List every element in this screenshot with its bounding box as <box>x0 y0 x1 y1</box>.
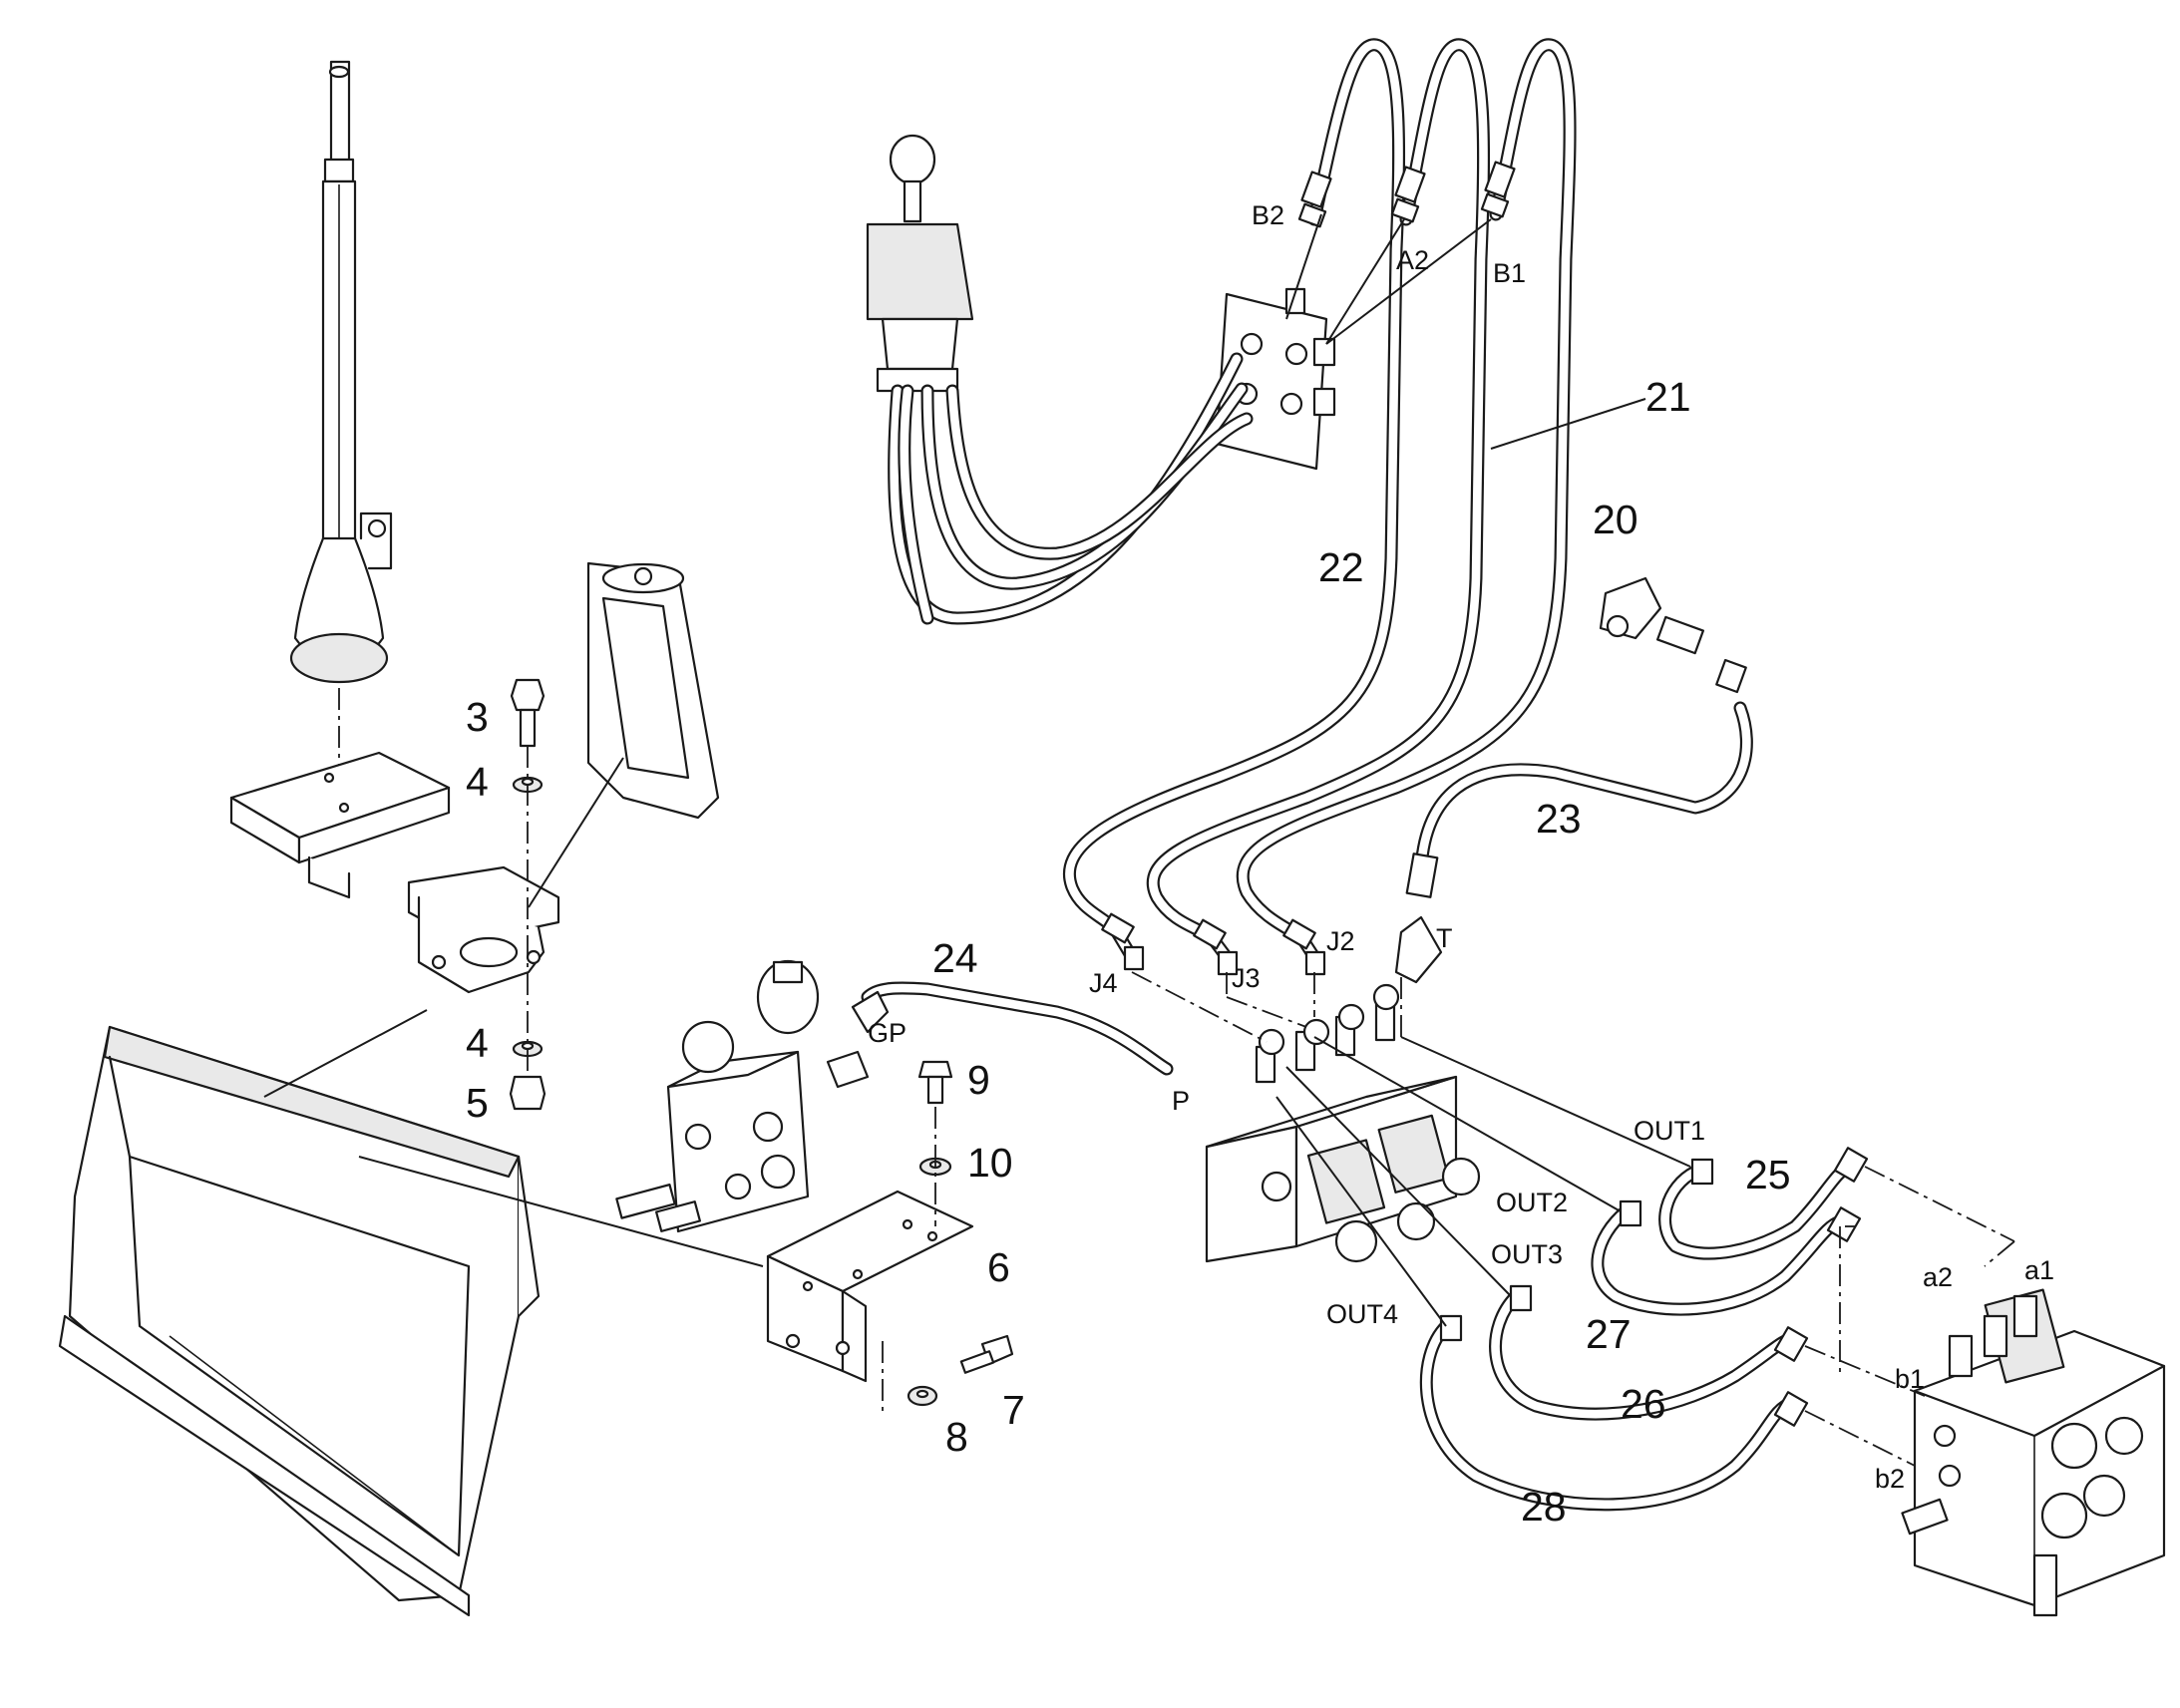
port-out1: OUT1 <box>1634 1116 1705 1146</box>
port-a1-lower: a1 <box>2024 1255 2054 1285</box>
callout-24: 24 <box>932 935 978 981</box>
nut-part5 <box>509 1075 546 1111</box>
bolt-head-part3 <box>510 678 545 712</box>
callout-20: 20 <box>1593 497 1638 542</box>
hose-20 <box>1236 38 1577 964</box>
callout-3: 3 <box>466 694 489 740</box>
callout-23: 23 <box>1536 796 1582 842</box>
hose-24 <box>861 981 1174 1076</box>
j-fittings <box>1101 912 1326 976</box>
pilot-valve-block <box>1215 287 1336 471</box>
auxiliary-valve-block <box>1901 1288 2166 1617</box>
out-hose-fittings <box>1439 1147 1869 1427</box>
hose-28 <box>1419 1319 1792 1512</box>
lever-column <box>289 60 393 684</box>
blade-leader-b <box>358 1156 764 1267</box>
port-t: T <box>1436 923 1453 953</box>
callout-28: 28 <box>1521 1484 1567 1530</box>
port-j4: J4 <box>1089 968 1118 998</box>
protective-boot <box>586 561 720 820</box>
callout-25: 25 <box>1745 1152 1791 1197</box>
port-out2: OUT2 <box>1496 1188 1568 1217</box>
port-out3: OUT3 <box>1491 1239 1563 1269</box>
callout-6: 6 <box>987 1244 1010 1290</box>
port-b1-lower: b1 <box>1895 1364 1925 1394</box>
hose-21 <box>1146 38 1491 964</box>
port-p: P <box>1172 1086 1190 1116</box>
callout-labels: 3 4 4 5 6 7 8 9 10 20 21 22 23 24 25 26 … <box>466 374 1791 1530</box>
hose-27 <box>1591 1204 1847 1316</box>
callout-4-lower: 4 <box>466 1020 489 1066</box>
mounting-plate <box>229 751 451 899</box>
hose-23 <box>1414 701 1753 874</box>
callout-4-upper: 4 <box>466 759 489 805</box>
hose-22 <box>1062 38 1406 964</box>
port-j2: J2 <box>1326 926 1355 956</box>
connection-lines <box>1131 213 2015 1467</box>
callout-8: 8 <box>945 1414 968 1460</box>
bracket-part-6 <box>766 1190 974 1383</box>
callout-27: 27 <box>1586 1311 1632 1357</box>
bolt-shank <box>519 708 537 748</box>
bolt-stack <box>509 678 546 1111</box>
t-elbow-fitting <box>1394 915 1443 984</box>
pilot-joystick <box>866 134 974 393</box>
port-gp: GP <box>868 1018 907 1048</box>
screw-washer-9-10 <box>917 1060 953 1177</box>
screw-washer-7-8 <box>907 1334 1014 1407</box>
callout-10: 10 <box>967 1140 1013 1186</box>
port-a2-lower: a2 <box>1923 1262 1953 1292</box>
port-labels: B2 A2 B1 J2 J3 J4 T GP P OUT1 OUT2 OUT3 … <box>868 200 2054 1494</box>
port-b2-lower: b2 <box>1875 1464 1905 1494</box>
callout-5: 5 <box>466 1080 489 1126</box>
blade-leader-a <box>263 1009 428 1098</box>
port-out4: OUT4 <box>1326 1299 1398 1329</box>
callout-21: 21 <box>1645 374 1691 420</box>
pivot-bracket <box>407 865 560 994</box>
callout-26: 26 <box>1621 1381 1666 1427</box>
callout-22: 22 <box>1318 544 1364 590</box>
port-b1: B1 <box>1493 258 1526 288</box>
port-a2: A2 <box>1396 245 1429 275</box>
port-b2: B2 <box>1252 200 1284 230</box>
accumulator-block <box>615 959 890 1233</box>
boot-leader <box>528 757 624 908</box>
callout-7: 7 <box>1002 1387 1025 1433</box>
callout-9: 9 <box>967 1057 990 1103</box>
pilot-lines <box>888 352 1254 625</box>
port-j3: J3 <box>1232 963 1261 993</box>
hose-26 <box>1489 1289 1792 1421</box>
hose-25 <box>1658 1160 1857 1260</box>
tee-fitting <box>1394 576 1747 984</box>
